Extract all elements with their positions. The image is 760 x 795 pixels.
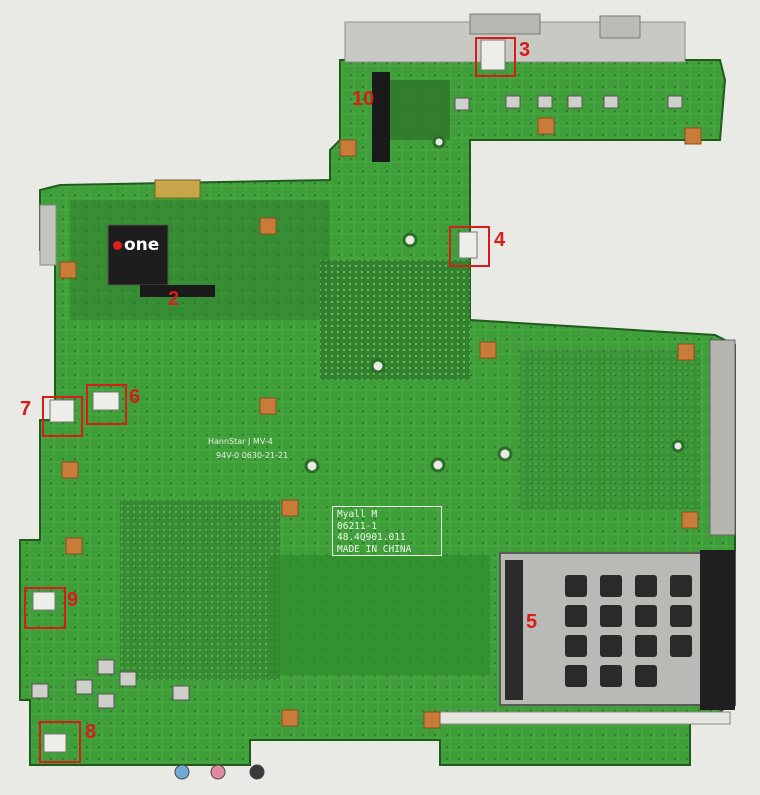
callout-label-10: 10 (352, 88, 375, 110)
callout-label-2: 2 (168, 288, 180, 310)
board-stamp: Myall M 06211-1 48.4Q901.011 MADE IN CHI… (332, 506, 442, 556)
chip (107, 224, 169, 286)
stamp-line-4: MADE IN CHINA (337, 543, 412, 555)
silkscreen-code: 94V-0 0630-21-21 (216, 451, 289, 460)
callout-label-6: 6 (129, 386, 141, 408)
callout-label-5: 5 (526, 611, 538, 633)
chip-logo-dot-icon (113, 240, 122, 250)
chip-brand-logo: one (113, 232, 163, 258)
chip-brand-text: one (124, 235, 160, 255)
silkscreen-brand: HannStar J MV-4 (208, 437, 273, 446)
stamp-line-1: Myall M (337, 509, 378, 520)
callout-box-7 (42, 396, 83, 437)
callout-label-9: 9 (67, 589, 79, 611)
callout-box-6 (86, 384, 127, 425)
callout-label-7: 7 (20, 398, 32, 420)
stamp-line-3: 48.4Q901.011 (337, 532, 406, 543)
vga-port (469, 13, 541, 35)
callout-label-8: 8 (85, 721, 97, 743)
stamp-line-2: 06211-1 (337, 520, 378, 532)
audio-port (599, 15, 641, 39)
callout-label-3: 3 (519, 39, 531, 61)
callout-label-4: 4 (494, 229, 506, 251)
callout-box-8 (39, 721, 81, 763)
callout-box-3 (475, 37, 516, 77)
callout-box-9 (24, 587, 66, 629)
callout-box-4 (449, 226, 490, 267)
